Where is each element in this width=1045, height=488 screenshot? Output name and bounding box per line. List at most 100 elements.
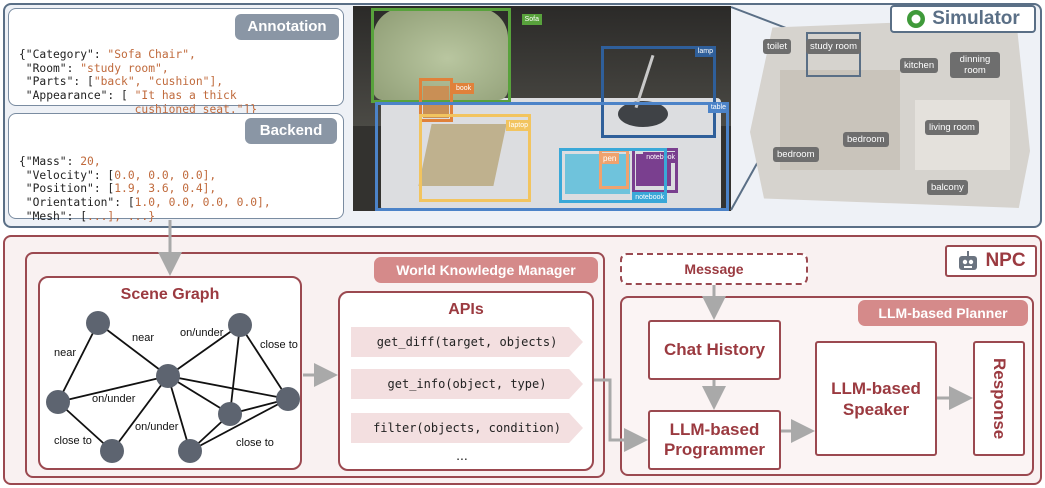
- code-line: "Parts": ["back", "cushion"],: [19, 75, 335, 89]
- llm-planner-tag: LLM-based Planner: [858, 300, 1028, 326]
- scene-graph-edge: [167, 375, 191, 452]
- room-label: dinning room: [950, 52, 1000, 78]
- scene-graph-node: [100, 439, 124, 463]
- lamp-object: [618, 101, 668, 127]
- scene-graph-edge: [111, 375, 169, 452]
- code-value: "It has a thick: [134, 88, 237, 102]
- code-key: {"Mass":: [19, 155, 81, 169]
- code-value: 1.0, 0.0, 0.0, 0.0],: [134, 195, 271, 209]
- backend-json-box: {"Mass": 20, "Velocity": [0.0, 0.0, 0.0]…: [8, 113, 344, 223]
- api-get-info: get_info(object, type): [351, 369, 583, 399]
- code-line: cushioned seat."]}: [19, 103, 335, 117]
- code-line: "Mesh": [...], ...}: [19, 210, 335, 224]
- code-value: ...], ...}: [87, 209, 156, 223]
- code-key: "Orientation": [: [19, 195, 135, 209]
- llm-programmer-label: LLM-based Programmer: [663, 420, 766, 459]
- llm-programmer-box: LLM-based Programmer: [648, 410, 781, 470]
- scene-graph-edge: [57, 322, 99, 403]
- bbox-label: notebook: [632, 192, 667, 203]
- floor-plan-image: toilet study room kitchen dinning room b…: [740, 10, 1038, 220]
- room-label: bedroom: [773, 147, 819, 162]
- scene-graph-node: [86, 311, 110, 335]
- code-key: {"Category":: [19, 48, 108, 62]
- scene-graph-node: [218, 402, 242, 426]
- chat-history-label: Chat History: [663, 340, 766, 359]
- world-knowledge-manager-tag: World Knowledge Manager: [374, 257, 598, 283]
- response-label: Response: [990, 357, 1009, 440]
- api-filter: filter(objects, condition): [351, 413, 583, 443]
- code-line: "Room": "study room",: [19, 62, 335, 76]
- scene-graph-node: [156, 364, 180, 388]
- annotation-code: {"Category": "Sofa Chair", "Room": "stud…: [19, 48, 335, 116]
- chat-history-box: Chat History: [648, 320, 781, 380]
- bbox-laptop: laptop: [419, 114, 531, 202]
- study-room-highlight: [806, 32, 861, 77]
- simulator-logo-icon: [907, 10, 926, 28]
- code-key: "Mesh": [: [19, 209, 88, 223]
- code-value: "Sofa Chair",: [107, 48, 196, 62]
- scene-graph-edge: [229, 324, 241, 415]
- code-value: 0.0, 0.0, 0.0],: [114, 168, 217, 182]
- scene-graph-edge: [57, 401, 113, 452]
- scene-graph-edge-label: on/under: [135, 421, 179, 433]
- scene-graph-edge-label: on/under: [180, 327, 224, 339]
- scene-graph-edge-label: close to: [236, 437, 274, 449]
- code-key: "Velocity": [: [19, 168, 115, 182]
- bbox-label: lamp: [694, 46, 716, 57]
- code-key: "Room":: [19, 61, 81, 75]
- llm-speaker-label: LLM-based Speaker: [831, 378, 921, 419]
- scene-graph-edge-label: close to: [54, 435, 92, 447]
- npc-tag: NPC: [945, 245, 1037, 277]
- bbox-label: book: [453, 83, 475, 94]
- bbox-table: table: [375, 102, 729, 211]
- floor-plan-room: [915, 100, 1010, 170]
- bbox-lamp: lamp: [601, 46, 716, 138]
- scene-graph-edge: [189, 398, 289, 452]
- scene-graph-node: [46, 390, 70, 414]
- room-label: study room: [806, 39, 861, 54]
- code-value: 20,: [80, 155, 101, 169]
- backend-tag: Backend: [245, 118, 337, 144]
- scene-graph-edge: [239, 324, 289, 400]
- scene-graph-title: Scene Graph: [120, 286, 220, 303]
- code-value: 1.9, 3.6, 0.4],: [114, 182, 217, 196]
- simulator-label: Simulator: [932, 8, 1020, 29]
- apis-panel: APIs get_diff(target, objects) get_info(…: [338, 291, 594, 471]
- scene-graph-node: [228, 313, 252, 337]
- code-line: "Appearance": [ "It has a thick: [19, 89, 335, 103]
- robot-icon: [959, 251, 978, 270]
- scene-graph-edge: [97, 322, 169, 377]
- simulator-render-image: Sofa lamp book laptop table pen notebook…: [353, 6, 731, 211]
- code-line: {"Mass": 20,: [19, 155, 335, 169]
- bbox-book: book: [419, 78, 475, 122]
- backend-code: {"Mass": 20, "Velocity": [0.0, 0.0, 0.0]…: [19, 155, 335, 223]
- bbox-label: pen: [600, 153, 620, 164]
- code-line: "Position": [1.9, 3.6, 0.4],: [19, 182, 335, 196]
- bbox-label: notebook: [643, 152, 678, 163]
- room-label: toilet: [763, 39, 792, 54]
- apis-title: APIs: [448, 301, 484, 318]
- scene-graph-edge-label: near: [132, 332, 154, 344]
- api-get-diff: get_diff(target, objects): [351, 327, 583, 357]
- room-label: living room: [925, 120, 979, 135]
- response-box: Response: [973, 341, 1025, 456]
- scene-graph-edge-label: near: [54, 347, 76, 359]
- bbox-label: laptop: [505, 120, 531, 131]
- code-value: "back", "cushion"],: [93, 75, 224, 89]
- code-value: "study room",: [80, 61, 169, 75]
- apis-ellipsis: ...: [456, 447, 468, 463]
- npc-label: NPC: [985, 250, 1026, 271]
- scene-graph-edge-label: close to: [260, 339, 298, 351]
- message-label: Message: [684, 261, 744, 277]
- bbox-sofa: Sofa: [371, 8, 542, 103]
- scene-graph-panel: Scene Graph near near on/under close to on/u…: [38, 276, 302, 470]
- scene-graph-node: [276, 387, 300, 411]
- code-key: "Appearance": [: [19, 88, 135, 102]
- simulator-tag: Simulator: [890, 5, 1036, 33]
- code-line: "Orientation": [1.0, 0.0, 0.0, 0.0],: [19, 196, 335, 210]
- scene-graph-edge: [167, 375, 231, 415]
- bbox-notebook-blue: notebook: [559, 148, 667, 203]
- room-label: kitchen: [900, 58, 939, 73]
